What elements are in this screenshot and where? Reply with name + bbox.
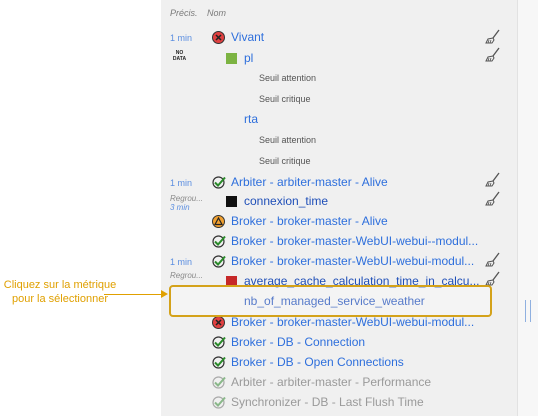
- critical-status-icon: [212, 315, 225, 329]
- header-precision: Précis.: [170, 8, 198, 18]
- metric-color-square: [226, 275, 237, 287]
- callout-highlight-box: [169, 285, 492, 317]
- callout-text: Cliquez sur la métrique pour la sélectio…: [3, 279, 117, 305]
- warning-status-icon: [212, 214, 225, 228]
- precision-broker: 1 min: [170, 257, 193, 267]
- pl-critical-threshold[interactable]: Seuil critique: [259, 94, 311, 104]
- metric-color-square: [226, 195, 237, 207]
- callout-arrow-line: [104, 294, 166, 295]
- ok-check-icon: [212, 355, 226, 369]
- service-arbiter-alive[interactable]: Arbiter - arbiter-master - Alive: [212, 173, 388, 191]
- service-db-open-connections[interactable]: Broker - DB - Open Connections: [212, 353, 404, 371]
- service-arbiter-performance[interactable]: Arbiter - arbiter-master - Performance: [212, 373, 431, 391]
- service-db-connection-link[interactable]: Broker - DB - Connection: [231, 335, 366, 349]
- callout-arrow-head: [161, 290, 168, 298]
- broom-icon[interactable]: [485, 172, 501, 188]
- ok-check-icon: [212, 254, 226, 268]
- service-broker-alive-link[interactable]: Broker - broker-master - Alive: [231, 214, 388, 228]
- regroup-label-2: Regrou...: [170, 271, 203, 280]
- ok-check-icon: [212, 175, 226, 189]
- service-broker-webui-1[interactable]: Broker - broker-master-WebUI-webui--modu…: [212, 232, 492, 250]
- metric-average-cache[interactable]: average_cache_calculation_time_in_calcu.…: [226, 272, 492, 290]
- precision-vivant: 1 min: [170, 33, 193, 43]
- metric-connexion-time-link[interactable]: connexion_time: [244, 194, 329, 208]
- service-db-connection[interactable]: Broker - DB - Connection: [212, 333, 365, 351]
- metric-color-square: [226, 52, 237, 64]
- ok-check-icon: [212, 335, 226, 349]
- regroup-label: Regrou...3 min: [170, 194, 203, 212]
- critical-status-icon: [212, 30, 225, 44]
- header-name: Nom: [207, 8, 227, 18]
- service-broker-alive[interactable]: Broker - broker-master - Alive: [212, 212, 388, 230]
- service-broker-webui-3-link[interactable]: Broker - broker-master-WebUI-webui-modul…: [231, 315, 475, 329]
- metric-connexion-time[interactable]: connexion_time: [226, 192, 328, 210]
- broom-icon[interactable]: [485, 47, 501, 63]
- metric-rta-link[interactable]: rta: [244, 112, 259, 126]
- rta-warning-threshold[interactable]: Seuil attention: [259, 135, 317, 145]
- broom-icon[interactable]: [485, 29, 501, 45]
- metric-nb-managed-link[interactable]: nb_of_managed_service_weather: [244, 294, 425, 308]
- scrollbar-grip[interactable]: [525, 300, 531, 322]
- service-broker-webui-1-link[interactable]: Broker - broker-master-WebUI-webui--modu…: [231, 234, 479, 248]
- service-arbiter-alive-link[interactable]: Arbiter - arbiter-master - Alive: [231, 175, 388, 189]
- metric-rta[interactable]: rta: [244, 110, 258, 128]
- broom-icon[interactable]: [485, 252, 501, 268]
- rta-critical-threshold[interactable]: Seuil critique: [259, 156, 311, 166]
- precision-arbiter: 1 min: [170, 178, 193, 188]
- metric-pl-link[interactable]: pl: [244, 51, 254, 65]
- service-broker-webui-2-link[interactable]: Broker - broker-master-WebUI-webui-modul…: [231, 254, 475, 268]
- service-arbiter-performance-link[interactable]: Arbiter - arbiter-master - Performance: [231, 375, 432, 389]
- ok-check-icon: [212, 395, 226, 409]
- pl-warning-threshold[interactable]: Seuil attention: [259, 73, 317, 83]
- host-vivant[interactable]: Vivant: [212, 28, 264, 46]
- broom-icon[interactable]: [485, 191, 501, 207]
- scrollbar[interactable]: [517, 0, 538, 416]
- ok-check-icon: [212, 234, 226, 248]
- service-broker-webui-2[interactable]: Broker - broker-master-WebUI-webui-modul…: [212, 252, 492, 270]
- metric-nb-managed-service-weather[interactable]: nb_of_managed_service_weather: [244, 292, 425, 310]
- service-synchronizer-flush[interactable]: Synchronizer - DB - Last Flush Time: [212, 393, 424, 411]
- metric-pl[interactable]: pl: [226, 49, 253, 67]
- service-db-open-link[interactable]: Broker - DB - Open Connections: [231, 355, 404, 369]
- service-synchronizer-flush-link[interactable]: Synchronizer - DB - Last Flush Time: [231, 395, 424, 409]
- ok-check-icon: [212, 375, 226, 389]
- host-vivant-link[interactable]: Vivant: [231, 30, 265, 44]
- metric-average-cache-link[interactable]: average_cache_calculation_time_in_calcu.…: [244, 274, 480, 288]
